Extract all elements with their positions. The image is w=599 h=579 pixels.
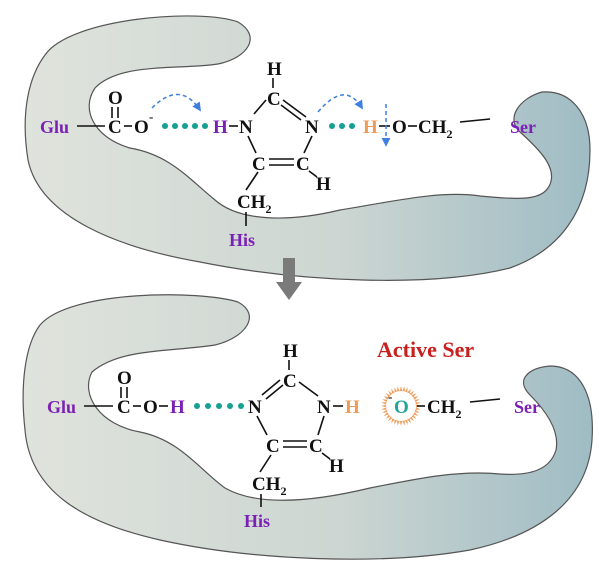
ser-label: Ser — [510, 117, 536, 137]
ring-c5-h: H — [329, 456, 344, 477]
electron-arrow-2 — [317, 94, 363, 113]
ring-c2-h: H — [283, 341, 298, 362]
ch2-ser-bond — [469, 398, 501, 403]
ring-n1: N — [239, 117, 253, 138]
ring-c5-h: H — [316, 174, 331, 195]
top-panel: Glu O C O - H N H C N C C H — [24, 15, 591, 281]
electron-arrow-1 — [151, 93, 201, 112]
hydroxyl-oxygen: O — [143, 397, 158, 418]
c2-n3-bond-b — [280, 104, 302, 121]
ring-c5: C — [296, 154, 310, 175]
ring-n3: N — [305, 117, 319, 138]
serine-ch2: CH2 — [418, 117, 453, 141]
ring-c4: C — [266, 436, 280, 457]
alkoxide-charge: - — [388, 389, 392, 404]
serine-ch2: CH2 — [427, 397, 462, 421]
hbond-dots-glu-his — [162, 123, 208, 129]
carboxylate-oxygen: O — [134, 117, 149, 138]
ring-n3-hydrogen: H — [345, 397, 360, 418]
c5-h-bond — [308, 170, 318, 178]
c2-n3-bond-a — [282, 99, 307, 118]
hbond-dots-his-ser — [329, 123, 355, 129]
protein-pocket-top — [24, 15, 591, 281]
carboxyl-oxygen-top: O — [108, 88, 123, 109]
ser-label: Ser — [514, 397, 540, 417]
carboxyl-carbon: C — [108, 117, 122, 138]
his-ch2: CH2 — [252, 474, 287, 498]
glu-label: Glu — [47, 397, 76, 417]
ring-c5: C — [309, 436, 323, 457]
carboxyl-oxygen-top: O — [117, 368, 132, 389]
n3-c5-bond — [317, 415, 325, 436]
glu-label: Glu — [40, 117, 69, 137]
ring-c2: C — [283, 371, 297, 392]
n3-c5-bond — [303, 135, 313, 154]
ring-c2: C — [267, 89, 281, 110]
transition-arrow — [276, 258, 302, 300]
his-ch2: CH2 — [237, 192, 272, 216]
n1-c4-bond — [247, 135, 257, 154]
ch2-ser-bond — [459, 118, 491, 123]
active-ser-title: Active Ser — [377, 337, 474, 362]
serine-oxygen: O — [392, 117, 407, 138]
his-label: His — [244, 511, 270, 531]
alkoxide-halo-core — [386, 391, 416, 421]
n1-c4-bond — [256, 415, 268, 436]
c4-ch2-bond — [259, 454, 272, 473]
serine-hydroxyl-hydrogen: H — [363, 117, 378, 138]
protein-pocket-bottom — [22, 294, 593, 560]
ring-c4: C — [252, 154, 266, 175]
c5-h-bond — [321, 452, 331, 460]
hbond-dots-glu-his — [194, 403, 244, 409]
c2-n3-bond — [298, 381, 319, 397]
alkoxide-oxygen: O — [394, 397, 409, 418]
bottom-panel: Active Ser Glu O C O H N H C N H C C H — [22, 294, 593, 560]
c4-ch2-bond — [245, 171, 259, 191]
ring-c2-h: H — [267, 59, 282, 80]
n1-c2-bond-a — [261, 379, 281, 396]
his-label: His — [229, 230, 255, 250]
carboxylate-charge: - — [149, 109, 153, 124]
imidazole-nh-hydrogen: H — [213, 117, 228, 138]
n1-c2-bond — [253, 99, 267, 115]
n1-c2-bond-b — [265, 384, 284, 400]
ring-n1: N — [248, 397, 262, 418]
ring-n3: N — [317, 397, 331, 418]
hydroxyl-hydrogen: H — [170, 397, 185, 418]
carboxyl-carbon: C — [117, 397, 131, 418]
